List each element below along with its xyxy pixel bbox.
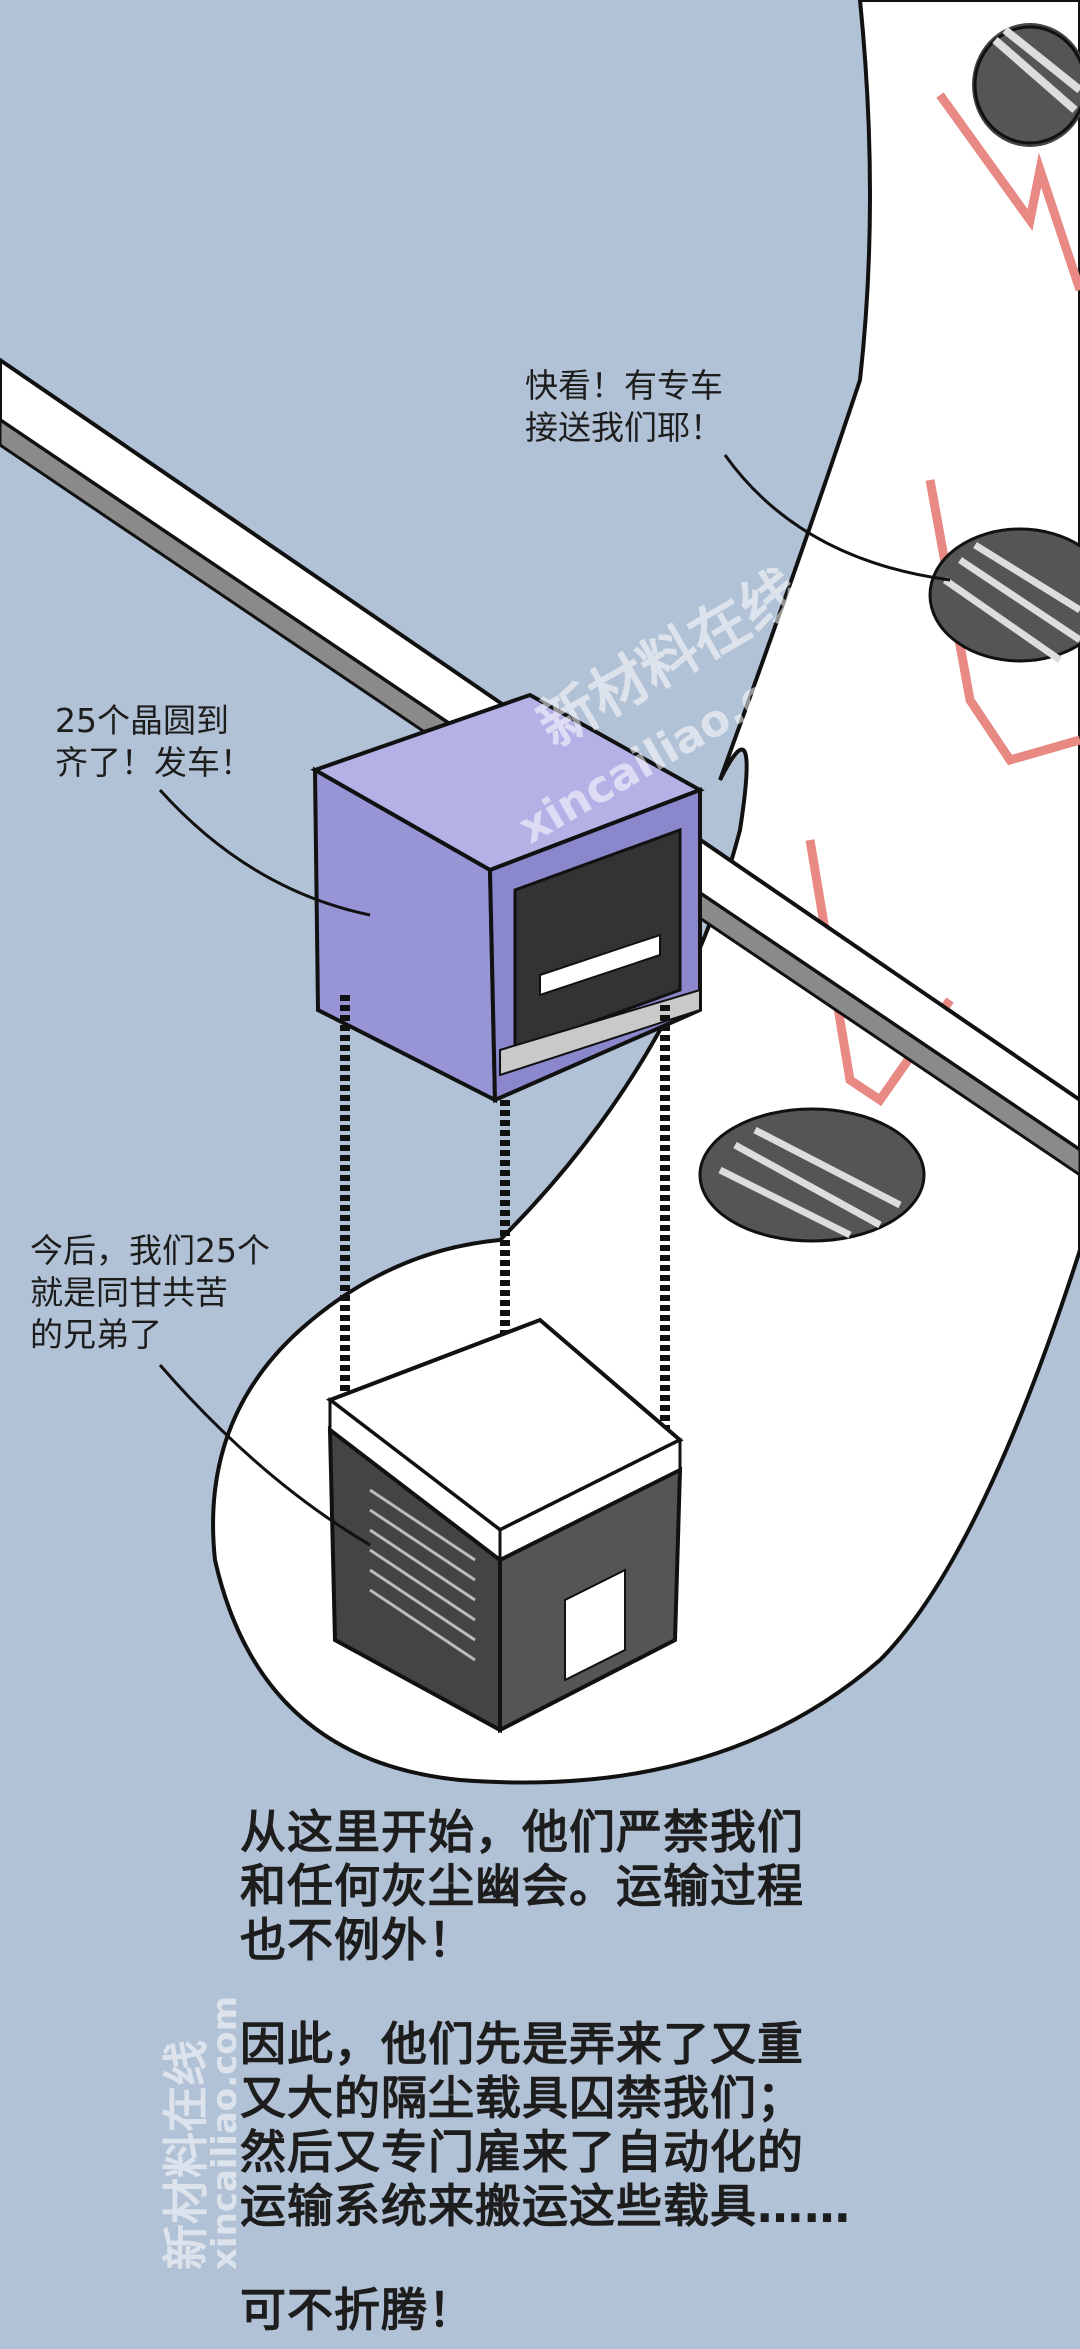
speech-left-low: 今后，我们25个 就是同甘共苦 的兄弟了 [30, 1230, 270, 1356]
speech-line: 就是同甘共苦 [30, 1273, 228, 1312]
speech-top-right: 快看！有专车 接送我们耶！ [525, 365, 723, 449]
speech-line: 今后，我们25个 [30, 1231, 270, 1270]
speech-line: 接送我们耶！ [525, 408, 723, 447]
speech-line: 25个晶圆到 [55, 701, 229, 740]
pointer-left-low [158, 1364, 371, 1547]
narration-para-3: 可不折腾！ [240, 2283, 851, 2337]
narration-line: 又大的隔尘载具囚禁我们； [240, 2071, 804, 2125]
paragraph-spacer [240, 2233, 851, 2283]
paragraph-spacer [240, 1967, 851, 2017]
watermark-side-url: xincailiao.com [205, 1995, 245, 2270]
pointer-left-mid [158, 788, 371, 917]
narration-para-2: 因此，他们先是弄来了又重 又大的隔尘载具囚禁我们； 然后又专门雇来了自动化的 运… [240, 2017, 851, 2233]
wafer-pod [325, 1317, 684, 1734]
narration-line: 从这里开始，他们严禁我们 [240, 1805, 804, 1859]
narration-block: 从这里开始，他们严禁我们 和任何灰尘幽会。运输过程 也不例外！ 因此，他们先是弄… [240, 1805, 851, 2337]
narration-line: 和任何灰尘幽会。运输过程 [240, 1859, 804, 1913]
wafer-disc-top [972, 23, 1080, 147]
speech-line: 齐了！发车！ [55, 743, 253, 782]
pointer-top-right [723, 454, 951, 582]
speech-left-mid: 25个晶圆到 齐了！发车！ [55, 700, 253, 784]
narration-para-1: 从这里开始，他们严禁我们 和任何灰尘幽会。运输过程 也不例外！ [240, 1805, 851, 1967]
narration-line: 可不折腾！ [240, 2283, 475, 2337]
rail-robot [310, 692, 705, 1104]
narration-line: 然后又专门雇来了自动化的 [240, 2125, 804, 2179]
narration-line: 因此，他们先是弄来了又重 [240, 2017, 804, 2071]
floor-shape [211, 0, 1080, 1785]
speech-line: 的兄弟了 [30, 1315, 162, 1354]
narration-line: 也不例外！ [240, 1913, 475, 1967]
wafer-disc-low [698, 1107, 926, 1243]
speech-line: 快看！有专车 [525, 366, 723, 405]
wafer-disc-mid [928, 527, 1080, 663]
narration-line: 运输系统来搬运这些载具…… [240, 2179, 851, 2233]
laser-top [936, 92, 1080, 292]
